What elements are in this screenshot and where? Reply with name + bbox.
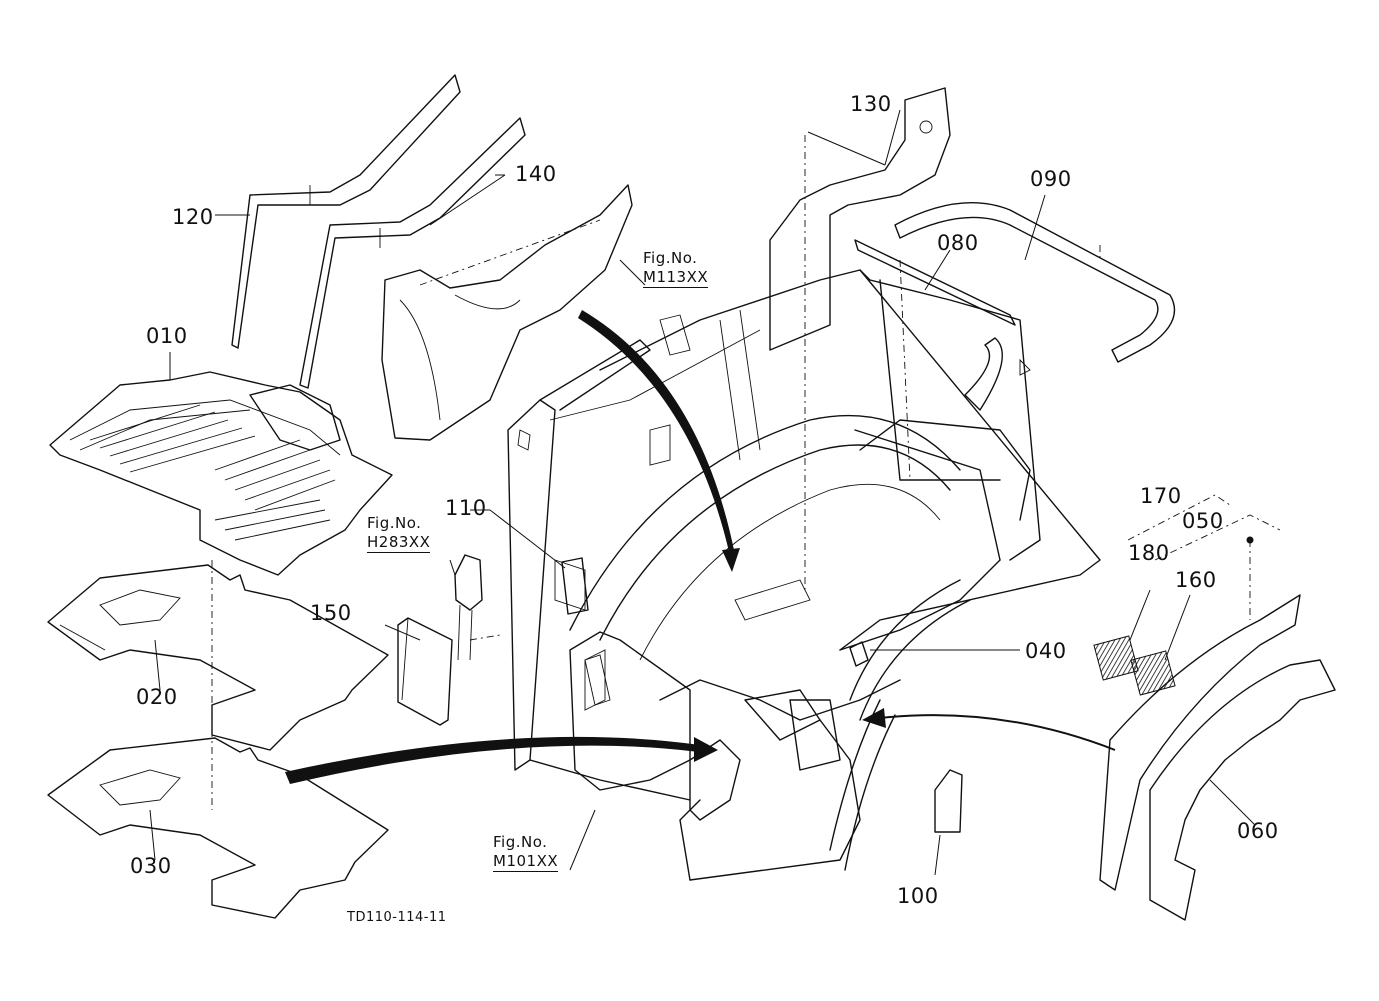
fig-ref-label: Fig.No. <box>493 833 548 851</box>
callout-110: 110 <box>445 496 487 520</box>
fender-insulation-060 <box>1149 659 1336 921</box>
callout-030: 030 <box>130 854 172 878</box>
callout-050: 050 <box>1182 509 1224 533</box>
leader-lines <box>149 109 1256 876</box>
frame-pillar <box>964 337 1003 411</box>
callout-140: 140 <box>515 162 557 186</box>
pad-180 <box>1093 635 1139 681</box>
callout-090: 090 <box>1030 167 1072 191</box>
callout-130: 130 <box>850 92 892 116</box>
floor-mat-030 <box>47 737 389 919</box>
plate-110 <box>561 557 589 615</box>
callout-060: 060 <box>1237 819 1279 843</box>
cab-frame <box>507 269 1101 881</box>
pad-150 <box>397 617 453 726</box>
floor-grid-mat-010 <box>49 371 393 576</box>
fig-ref-m113[interactable]: Fig.No. M113XX <box>643 249 709 288</box>
fig-ref-label: Fig.No. <box>367 514 422 532</box>
floor-mat-020 <box>47 564 389 751</box>
panel-120 <box>231 74 461 349</box>
callout-180: 180 <box>1128 541 1170 565</box>
assembly-arrow-upper <box>578 310 740 572</box>
fig-ref-m101[interactable]: Fig.No. M101XX <box>493 833 559 872</box>
step-frame-m101 <box>569 631 741 821</box>
callout-080: 080 <box>937 231 979 255</box>
callout-010: 010 <box>146 324 188 348</box>
callout-040: 040 <box>1025 639 1067 663</box>
fig-ref-code: H283XX <box>367 533 431 553</box>
callout-160: 160 <box>1175 568 1217 592</box>
bracket-040 <box>849 641 869 667</box>
panel-140 <box>299 117 526 389</box>
fig-ref-code: M113XX <box>643 268 709 288</box>
drawing-code: TD110-114-11 <box>347 910 447 925</box>
fender-liner-050 <box>1099 594 1301 891</box>
strip-080 <box>854 239 1016 326</box>
callout-020: 020 <box>136 685 178 709</box>
callout-170: 170 <box>1140 484 1182 508</box>
assembly-arrow-lower <box>285 736 718 784</box>
assembly-arrow-right <box>862 708 1116 751</box>
callout-150: 150 <box>310 601 352 625</box>
plate-100 <box>934 769 963 833</box>
callout-120: 120 <box>172 205 214 229</box>
pad-160 <box>1130 650 1176 696</box>
fig-ref-code: M101XX <box>493 852 559 872</box>
callout-100: 100 <box>897 884 939 908</box>
fig-ref-h283[interactable]: Fig.No. H283XX <box>367 514 431 553</box>
pedal-assembly-h283 <box>454 554 501 661</box>
rear-trim-panel <box>381 184 633 441</box>
trim-090 <box>894 202 1176 363</box>
fig-ref-label: Fig.No. <box>643 249 698 267</box>
panel-130 <box>769 87 951 351</box>
